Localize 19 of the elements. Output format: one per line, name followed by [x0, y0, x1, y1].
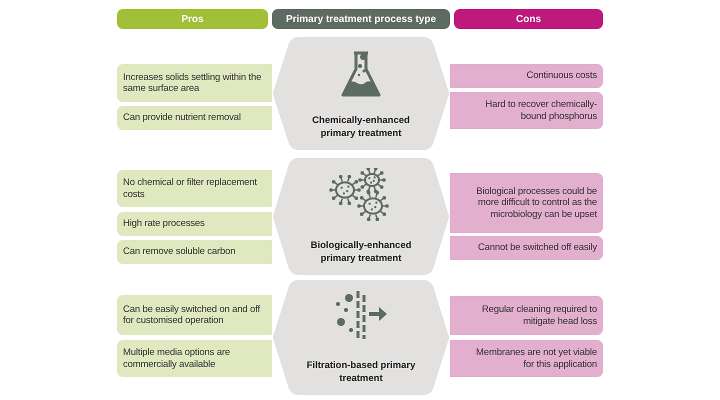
advantage-box: High rate processes — [117, 212, 272, 236]
advantage-box: Can be easily switched on and off for customised operation — [117, 295, 272, 335]
advantage-box: Can remove soluble carbon — [117, 240, 272, 264]
process-label: Biologically-enhanced primary treatment — [310, 240, 412, 265]
disadvantage-box: Regular cleaning required to mitigate head loss — [450, 296, 603, 335]
disadvantage-box: Hard to recover chemically-bound phosphorus — [450, 92, 603, 129]
advantage-box: Can provide nutrient removal — [117, 106, 272, 130]
process-label: Filtration-based primary treatment — [306, 360, 416, 385]
process-label: Chemically-enhanced primary treatment — [311, 115, 411, 140]
disadvantage-box: Membranes are not yet viable for this application — [450, 340, 603, 377]
disadvantage-box: Continuous costs — [450, 64, 603, 88]
advantage-box: Increases solids settling within the same surface area — [117, 64, 272, 102]
column-header: Primary treatment process type — [272, 9, 450, 29]
column-header: Cons — [454, 9, 603, 29]
advantage-box: Multiple media options are commercially available — [117, 340, 272, 377]
column-header: Pros — [117, 9, 268, 29]
disadvantage-box: Biological processes could be more difficult to control as the microbiology can be upset — [450, 173, 603, 233]
disadvantage-box: Cannot be switched off easily — [450, 236, 603, 260]
advantage-box: No chemical or filter replacement costs — [117, 170, 272, 207]
